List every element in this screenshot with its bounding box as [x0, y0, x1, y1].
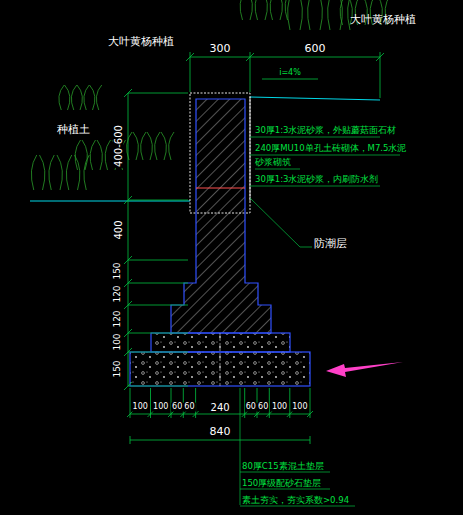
plant-stroke — [59, 85, 64, 110]
plant-stroke — [84, 85, 89, 110]
plant-stroke — [31, 155, 36, 190]
plant-stroke — [328, 0, 333, 30]
drawing-label: 60 — [257, 403, 269, 412]
drawing-label: 60 — [171, 403, 183, 412]
drawing-label: 30厚1:3水泥砂浆，外贴蘑菇面石材 — [255, 126, 397, 135]
plant-stroke — [297, 0, 302, 30]
drawing-label: 240厚MU10单孔土砖砌体，M7.5水泥 — [255, 144, 406, 153]
vertical-dimension: 120 — [113, 284, 123, 303]
drawing-label: 80厚C15素混土垫层 — [242, 462, 324, 471]
dim-tick — [128, 93, 188, 94]
drawing-label: 100 — [132, 403, 149, 412]
dim-tick — [128, 260, 188, 261]
plant-stroke — [82, 140, 87, 170]
drawing-label: 防潮层 — [314, 238, 347, 250]
vertical-dimension: 400 — [113, 219, 124, 240]
plant-stroke — [77, 85, 82, 110]
plant-stroke — [90, 140, 95, 170]
drawing-label: 砂浆砌筑 — [255, 158, 291, 167]
plant-stroke — [240, 0, 245, 20]
plant-stroke — [84, 155, 89, 190]
dim-tick — [128, 283, 188, 284]
dim-tick — [307, 411, 313, 417]
dim-tick — [168, 411, 174, 417]
plant-stroke — [169, 132, 174, 160]
plant-stroke — [317, 0, 322, 30]
drawing-label: 素土夯实，夯实系数>0.94 — [242, 496, 349, 505]
drawing-label: 300 — [209, 43, 232, 55]
dim-tick — [128, 386, 188, 387]
drawing-label: i=4% — [278, 69, 302, 78]
plant-stroke — [308, 0, 313, 30]
plant-stroke — [75, 140, 80, 170]
dim-tick — [128, 200, 188, 201]
plant-stroke — [66, 155, 71, 190]
drawing-label: 150厚级配砂石垫层 — [242, 479, 321, 488]
drawing-label: 240 — [210, 402, 231, 413]
plant-stroke — [147, 132, 152, 160]
plant-stroke — [133, 132, 138, 160]
plant-stroke — [262, 0, 267, 20]
vertical-dimension: 120 — [113, 309, 123, 328]
dim-tick — [242, 411, 248, 417]
dim-tick — [128, 333, 188, 334]
plant-stroke — [40, 155, 45, 190]
drawing-label: 100 — [271, 403, 288, 412]
drawing-label: 100 — [152, 403, 169, 412]
plant-stroke — [277, 0, 282, 20]
drawing-label: 100 — [291, 403, 308, 412]
vertical-dimension: 150 — [113, 359, 123, 378]
vertical-dimension: 400-600 — [113, 124, 124, 168]
vertical-dimension: 150 — [113, 261, 123, 280]
dim-tick — [148, 411, 154, 417]
drawing-label: 大叶黄杨种植 — [108, 36, 174, 48]
plant-stroke — [71, 85, 76, 110]
plant-stroke — [141, 132, 146, 160]
drawing-label: 30厚1:3水泥砂浆，内刷防水剂 — [255, 175, 379, 184]
drawing-label: 60 — [183, 403, 195, 412]
plant-stroke — [288, 0, 293, 30]
plant-stroke — [155, 132, 160, 160]
plant-stroke — [57, 155, 62, 190]
plant-stroke — [247, 0, 252, 20]
plant-stroke — [49, 155, 54, 190]
dim-tick — [180, 411, 186, 417]
plant-stroke — [97, 140, 102, 170]
drawing-label: 600 — [304, 43, 327, 55]
drawing-label: 840 — [209, 426, 232, 438]
plant-stroke — [255, 0, 260, 20]
plant-stroke — [105, 140, 110, 170]
plant-stroke — [127, 132, 132, 160]
dim-tick — [127, 411, 133, 417]
plant-stroke — [340, 0, 345, 25]
plant-stroke — [337, 0, 342, 30]
plant-stroke — [161, 132, 166, 160]
plant-stroke — [90, 85, 95, 110]
plant-stroke — [270, 0, 275, 20]
dim-tick — [287, 411, 293, 417]
dim-tick — [254, 411, 260, 417]
dim-tick — [193, 411, 199, 417]
drawing-label: 大叶黄杨种植 — [350, 14, 416, 26]
drawing-label: 60 — [245, 403, 257, 412]
plant-stroke — [96, 85, 101, 110]
dim-tick — [128, 305, 188, 306]
plant-stroke — [65, 85, 70, 110]
drawing-label: 种植土 — [57, 124, 90, 136]
vertical-dimension: 100 — [113, 332, 123, 351]
dim-tick — [128, 352, 188, 353]
dim-tick — [266, 411, 272, 417]
